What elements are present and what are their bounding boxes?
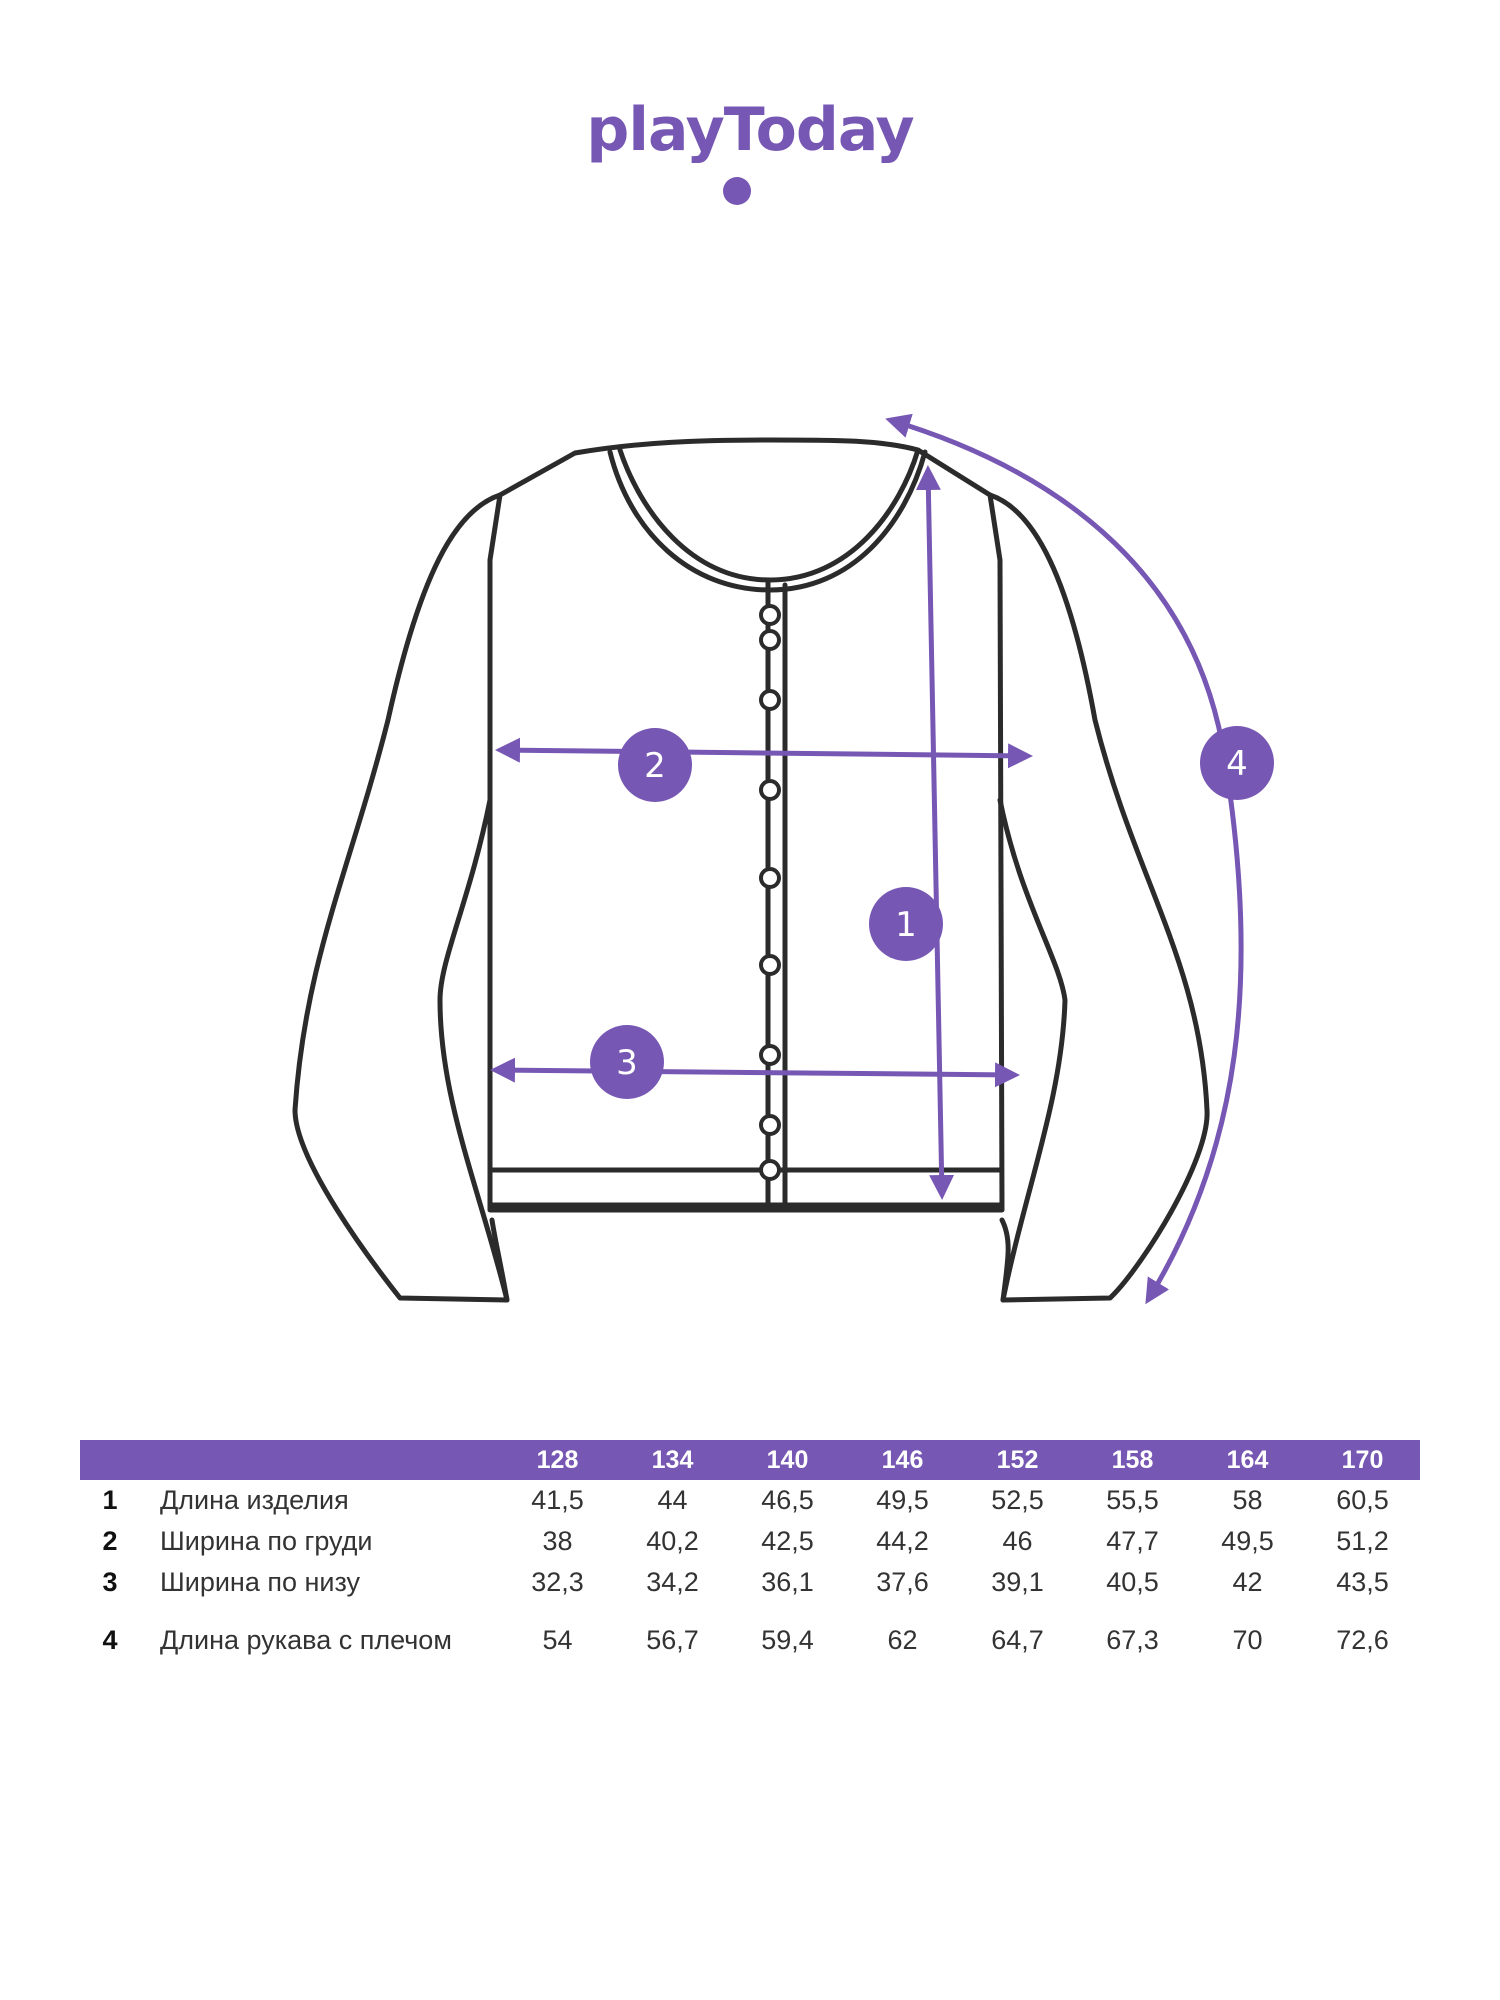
cell-value: 55,5 (1106, 1485, 1159, 1515)
cell-value: 46,5 (761, 1485, 814, 1515)
cell-value: 52,5 (991, 1485, 1044, 1515)
button (759, 1159, 781, 1181)
size-146: 146 (845, 1440, 960, 1480)
button (759, 689, 781, 711)
measurement-name: Длина рукава с плечом (160, 1624, 452, 1655)
cell-value: 59,4 (761, 1624, 814, 1655)
size-170: 170 (1305, 1440, 1420, 1480)
table-row: 1 Длина изделия 41,5 44 46,5 49,5 52,5 5… (80, 1480, 1420, 1521)
arrow-hem-width (490, 1057, 1020, 1088)
table-row: 4 Длина рукава с плечом 54 56,7 59,4 62 … (80, 1603, 1420, 1677)
svg-text:4: 4 (1226, 744, 1248, 784)
size-158: 158 (1075, 1440, 1190, 1480)
badge-1: 1 (869, 887, 943, 961)
cell-value: 56,7 (646, 1624, 699, 1655)
cell-value: 41,5 (531, 1485, 584, 1515)
cell-value: 72,6 (1336, 1624, 1389, 1655)
row-number: 3 (102, 1567, 118, 1597)
row-number: 1 (102, 1485, 118, 1515)
cell-value: 62 (887, 1624, 918, 1655)
cell-value: 44,2 (876, 1526, 929, 1556)
cell-value: 34,2 (646, 1567, 699, 1597)
arrow-length (915, 465, 955, 1200)
cell-value: 40,2 (646, 1526, 699, 1556)
cell-value: 64,7 (991, 1624, 1044, 1655)
cardigan-outline (292, 437, 1210, 1303)
cardigan-buttons (759, 604, 781, 1181)
row-number: 2 (102, 1526, 118, 1556)
button (759, 954, 781, 976)
cell-value: 60,5 (1336, 1485, 1389, 1515)
size-164: 164 (1190, 1440, 1305, 1480)
button (759, 629, 781, 651)
button (759, 1114, 781, 1136)
header-blank (80, 1440, 140, 1480)
svg-text:2: 2 (644, 746, 666, 786)
cell-value: 39,1 (991, 1567, 1044, 1597)
cell-value: 46 (1002, 1526, 1033, 1556)
brand-logo: playToday (0, 95, 1500, 165)
arrow-chest-width (495, 737, 1033, 769)
button (759, 1044, 781, 1066)
cell-value: 49,5 (1221, 1526, 1274, 1556)
svg-text:3: 3 (616, 1043, 638, 1083)
cell-value: 40,5 (1106, 1567, 1159, 1597)
button (759, 604, 781, 626)
cell-value: 47,7 (1106, 1526, 1159, 1556)
size-header-row: 128 134 140 146 152 158 164 170 (80, 1440, 1420, 1480)
size-140: 140 (730, 1440, 845, 1480)
badge-4: 4 (1200, 726, 1274, 800)
cell-value: 38 (542, 1526, 573, 1556)
cell-value: 36,1 (761, 1567, 814, 1597)
cell-value: 49,5 (876, 1485, 929, 1515)
badge-3: 3 (590, 1025, 664, 1099)
size-table: 128 134 140 146 152 158 164 170 1 Длина … (80, 1440, 1420, 1677)
badge-2: 2 (618, 728, 692, 802)
cardigan-diagram: 1 2 3 4 (292, 413, 1274, 1305)
cell-value: 51,2 (1336, 1526, 1389, 1556)
size-152: 152 (960, 1440, 1075, 1480)
svg-text:1: 1 (895, 905, 917, 945)
table-row: 3 Ширина по низу 32,3 34,2 36,1 37,6 39,… (80, 1562, 1420, 1603)
cell-value: 32,3 (531, 1567, 584, 1597)
button (759, 867, 781, 889)
size-134: 134 (615, 1440, 730, 1480)
measurement-name: Длина изделия (160, 1485, 349, 1515)
button (759, 779, 781, 801)
cell-value: 67,3 (1106, 1624, 1159, 1655)
cell-value: 58 (1232, 1485, 1263, 1515)
cell-value: 70 (1232, 1624, 1263, 1655)
measurement-name: Ширина по груди (160, 1526, 373, 1556)
cell-value: 43,5 (1336, 1567, 1389, 1597)
row-number: 4 (102, 1624, 118, 1655)
cell-value: 42,5 (761, 1526, 814, 1556)
cell-value: 37,6 (876, 1567, 929, 1597)
measurement-name: Ширина по низу (160, 1567, 361, 1597)
brand-name: playToday (586, 95, 914, 165)
cell-value: 54 (542, 1624, 573, 1655)
table-row: 2 Ширина по груди 38 40,2 42,5 44,2 46 4… (80, 1521, 1420, 1562)
size-128: 128 (500, 1440, 615, 1480)
cell-value: 42 (1232, 1567, 1263, 1597)
cell-value: 44 (657, 1485, 688, 1515)
header-blank (140, 1440, 500, 1480)
logo-dot (723, 177, 751, 205)
